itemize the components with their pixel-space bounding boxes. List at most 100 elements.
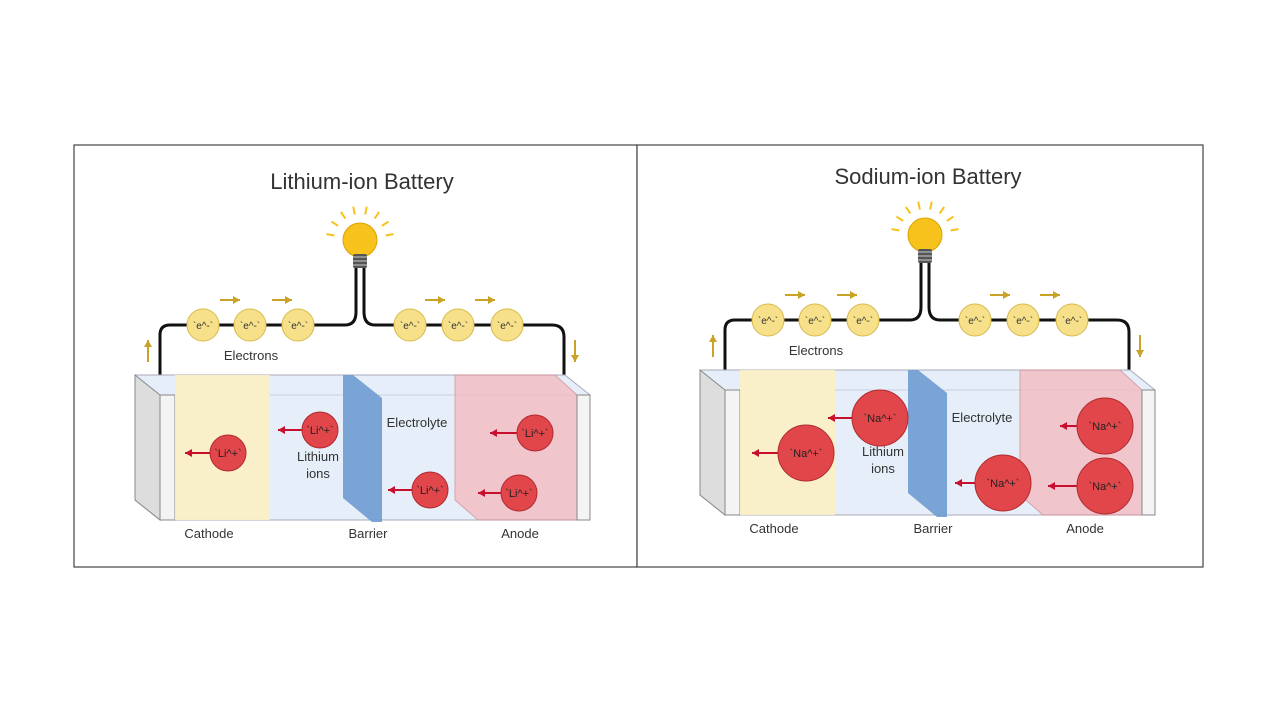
ions-caption-line1: Lithium: [862, 444, 904, 459]
ion-flow-arrow-head: [388, 486, 395, 494]
electrons-caption: Electrons: [224, 348, 279, 363]
ion-label: `Li^+`: [306, 425, 333, 437]
right-current-collector: [576, 394, 591, 521]
electron-label: `e^-`: [758, 315, 778, 327]
right-current-collector: [1141, 389, 1156, 516]
ion: [777, 424, 835, 482]
electron: [441, 308, 475, 342]
ion: [500, 474, 538, 512]
electron-label: `e^-`: [497, 320, 517, 332]
electron-label: `e^-`: [1013, 315, 1033, 327]
electron-flow-arrow-head: [798, 291, 805, 299]
cathode-label: Cathode: [184, 526, 233, 541]
electron-label: `e^-`: [805, 315, 825, 327]
light-ray: [946, 215, 955, 222]
ion-label: `Li^+`: [521, 428, 548, 440]
light-ray: [340, 211, 347, 220]
ion-label: `Na^+`: [987, 478, 1020, 490]
light-ray: [950, 228, 959, 232]
up-arrow-head: [709, 335, 717, 342]
light-ray: [330, 220, 339, 227]
electron: [186, 308, 220, 342]
ion-label: `Na^+`: [790, 448, 823, 460]
electron-flow-arrow-head: [438, 296, 445, 304]
left-current-collector: [159, 394, 176, 521]
ion: [209, 434, 247, 472]
electron-label: `e^-`: [240, 320, 260, 332]
lithium-ion-panel: Lithium-ion Battery `e^-` `e^-` `e^-` `e^-` `…: [134, 169, 591, 541]
panel-title: Lithium-ion Battery: [270, 169, 453, 194]
ions-caption-line1: Lithium: [297, 449, 339, 464]
electron-flow-arrow-head: [285, 296, 292, 304]
barrier-membrane: [908, 370, 947, 517]
light-bulb-icon: [342, 222, 378, 258]
electron-label: `e^-`: [1062, 315, 1082, 327]
light-ray: [938, 206, 945, 215]
ion-flow-arrow-head: [1060, 422, 1067, 430]
ion-label: `Li^+`: [416, 485, 443, 497]
ion: [851, 389, 909, 447]
ion: [1076, 397, 1134, 455]
electron: [233, 308, 267, 342]
barrier-label: Barrier: [348, 526, 388, 541]
electron-label: `e^-`: [400, 320, 420, 332]
light-ray: [381, 220, 390, 227]
light-ray: [905, 206, 912, 215]
barrier-membrane: [343, 375, 382, 522]
ion: [516, 414, 554, 452]
electron-flow-arrow-head: [233, 296, 240, 304]
ion-flow-arrow-head: [752, 449, 759, 457]
light-bulb-icon: [907, 217, 943, 253]
electron: [958, 303, 992, 337]
light-ray: [373, 211, 380, 220]
ion-flow-arrow-head: [478, 489, 485, 497]
sodium-ion-panel: Sodium-ion Battery `e^-` `e^-` `e^-` `e^-` `e…: [699, 164, 1156, 536]
ion-label: `Na^+`: [864, 413, 897, 425]
panel-title: Sodium-ion Battery: [834, 164, 1021, 189]
electron-flow-arrow-head: [488, 296, 495, 304]
left-end-cap: [699, 368, 726, 517]
light-ray: [929, 201, 933, 210]
electron-label: `e^-`: [965, 315, 985, 327]
ion: [1076, 457, 1134, 515]
electron: [1006, 303, 1040, 337]
electron: [751, 303, 785, 337]
light-ray: [917, 201, 921, 210]
anode-label: Anode: [501, 526, 539, 541]
ion-flow-arrow-head: [278, 426, 285, 434]
down-arrow-head: [1136, 350, 1144, 357]
ions-caption-line2: ions: [306, 466, 330, 481]
electron-label: `e^-`: [288, 320, 308, 332]
electron: [393, 308, 427, 342]
electron: [846, 303, 880, 337]
barrier-label: Barrier: [913, 521, 953, 536]
electron-flow-arrow-head: [1003, 291, 1010, 299]
ion-flow-arrow-head: [955, 479, 962, 487]
electron-flow-arrow-head: [850, 291, 857, 299]
electrolyte-label: Electrolyte: [952, 410, 1013, 425]
electron-label: `e^-`: [193, 320, 213, 332]
ion-flow-arrow-head: [185, 449, 192, 457]
ion-label: `Na^+`: [1089, 481, 1122, 493]
ion-label: `Li^+`: [505, 488, 532, 500]
light-ray: [891, 228, 900, 232]
light-ray: [326, 233, 335, 237]
ion: [301, 411, 339, 449]
left-current-collector: [724, 389, 741, 516]
cathode-label: Cathode: [749, 521, 798, 536]
light-ray: [895, 215, 904, 222]
light-ray: [352, 206, 356, 215]
electron: [490, 308, 524, 342]
ion-label: `Na^+`: [1089, 421, 1122, 433]
electron-label: `e^-`: [448, 320, 468, 332]
electron: [798, 303, 832, 337]
ion: [974, 454, 1032, 512]
up-arrow-head: [144, 340, 152, 347]
electrons-caption: Electrons: [789, 343, 844, 358]
electrolyte-label: Electrolyte: [387, 415, 448, 430]
anode-label: Anode: [1066, 521, 1104, 536]
left-end-cap: [134, 373, 161, 522]
electron: [281, 308, 315, 342]
ion: [411, 471, 449, 509]
